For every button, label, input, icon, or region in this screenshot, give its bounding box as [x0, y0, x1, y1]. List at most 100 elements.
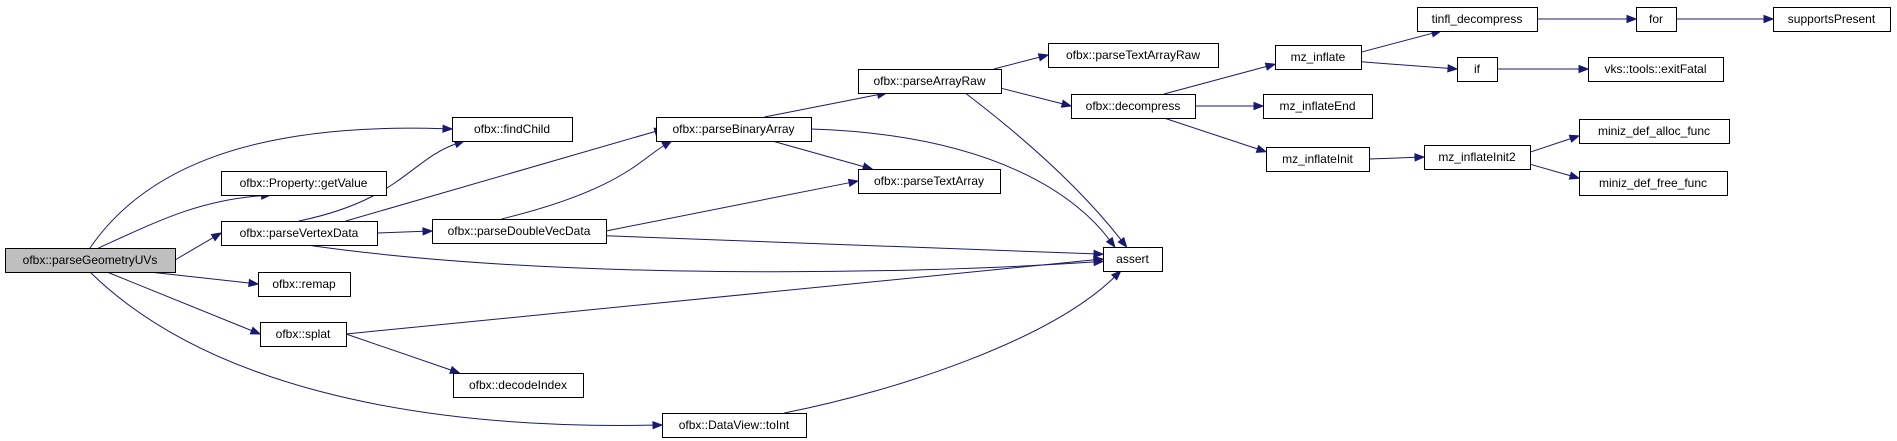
edge-decompress-to-mz_inflateInit: [1163, 117, 1268, 153]
node-label: ofbx::decompress: [1086, 99, 1181, 113]
node-mz_inflate[interactable]: mz_inflate: [1275, 45, 1362, 70]
node-root[interactable]: ofbx::parseGeometryUVs: [5, 248, 176, 273]
node-box: [1457, 57, 1498, 82]
edge-decompress-to-mz_inflate: [1163, 62, 1277, 95]
edge-line: [1368, 156, 1417, 160]
node-label: mz_inflateInit: [1282, 152, 1353, 166]
edge-line: [810, 128, 1111, 241]
node-label: ofbx::remap: [272, 277, 336, 291]
edge-line: [89, 127, 445, 249]
node-parseArrayRaw[interactable]: ofbx::parseArrayRaw: [858, 69, 1002, 94]
edge-arrowhead: [1578, 64, 1590, 74]
node-box: [1103, 247, 1163, 272]
node-box: [452, 117, 573, 142]
node-tinfl_decompress[interactable]: tinfl_decompress: [1417, 7, 1538, 32]
node-label: miniz_def_alloc_func: [1598, 124, 1710, 138]
node-parseVertexData[interactable]: ofbx::parseVertexData: [221, 221, 378, 246]
node-alloc_func[interactable]: miniz_def_alloc_func: [1579, 119, 1730, 144]
node-supportsPresent[interactable]: supportsPresent: [1773, 7, 1891, 32]
node-box: [656, 117, 812, 142]
node-decodeIndex[interactable]: ofbx::decodeIndex: [453, 373, 584, 398]
node-label: ofbx::parseGeometryUVs: [23, 253, 158, 267]
edge-toInt-to-assert: [784, 270, 1122, 414]
node-parseDoubleVecData[interactable]: ofbx::parseDoubleVecData: [432, 219, 607, 244]
edge-root-to-parseVertexData: [174, 232, 223, 261]
edge-arrowhead: [1093, 249, 1105, 259]
edge-parseArrayRaw-to-decompress: [1000, 87, 1073, 108]
edge-line: [993, 56, 1041, 70]
edge-arrowhead: [248, 278, 260, 288]
node-box: [258, 272, 351, 297]
node-label: ofbx::parseTextArrayRaw: [1066, 48, 1200, 62]
edge-arrowhead: [210, 232, 223, 242]
edge-root-to-toInt: [89, 271, 664, 430]
edge-line: [605, 235, 1096, 255]
edge-line: [1529, 137, 1572, 153]
node-assert[interactable]: assert: [1103, 247, 1163, 272]
edge-arrowhead: [449, 365, 461, 374]
edge-arrowhead: [1447, 64, 1459, 73]
node-label: mz_inflate: [1291, 50, 1346, 64]
edge-arrowhead: [1105, 236, 1116, 249]
edge-mz_inflateInit-to-mz_inflateInit2: [1368, 153, 1426, 162]
edge-line: [605, 182, 851, 232]
edge-arrowhead: [1110, 270, 1122, 281]
node-parseTextArrayRaw[interactable]: ofbx::parseTextArrayRaw: [1048, 43, 1219, 68]
node-parseTextArray[interactable]: ofbx::parseTextArray: [858, 169, 1001, 194]
node-label: assert: [1116, 252, 1149, 266]
node-toInt[interactable]: ofbx::DataView::toInt: [662, 413, 807, 438]
edge-arrowhead: [442, 124, 454, 133]
node-mz_inflateInit2[interactable]: mz_inflateInit2: [1424, 145, 1531, 170]
node-remap[interactable]: ofbx::remap: [258, 272, 351, 297]
edge-line: [764, 94, 879, 118]
edge-line: [1000, 87, 1064, 105]
edge-parseBinaryArray-to-parseTextArray: [772, 140, 874, 171]
edge-for-to-supportsPresent: [1676, 14, 1775, 24]
node-for[interactable]: for: [1636, 7, 1677, 32]
node-box: [1071, 94, 1196, 119]
node-label: mz_inflateInit2: [1438, 150, 1516, 164]
node-label: ofbx::parseVertexData: [240, 226, 359, 240]
edge-mz_inflateInit2-to-alloc_func: [1529, 134, 1581, 153]
node-box: [1266, 147, 1370, 172]
edge-parseDoubleVecData-to-assert: [605, 235, 1105, 259]
node-label: vks::tools::exitFatal: [1604, 62, 1706, 76]
node-label: ofbx::splat: [276, 327, 331, 341]
edge-line: [964, 92, 1123, 241]
edge-arrowhead: [1264, 62, 1277, 71]
node-free_func[interactable]: miniz_def_free_func: [1579, 171, 1728, 196]
node-if[interactable]: if: [1457, 57, 1498, 82]
edge-tinfl_decompress-to-for: [1537, 14, 1638, 24]
node-label: ofbx::parseDoubleVecData: [448, 224, 591, 238]
node-mz_inflateInit[interactable]: mz_inflateInit: [1266, 147, 1370, 172]
edge-splat-to-assert: [345, 255, 1105, 335]
node-box: [221, 221, 378, 246]
edge-line: [298, 143, 457, 222]
node-parseBinaryArray[interactable]: ofbx::parseBinaryArray: [656, 117, 812, 142]
edge-root-to-remap: [149, 271, 260, 288]
edge-parseArrayRaw-to-assert: [964, 92, 1128, 249]
edge-decompress-to-mz_inflateEnd: [1195, 101, 1265, 111]
node-box: [1773, 7, 1891, 32]
edge-arrowhead: [1037, 53, 1050, 62]
node-label: supportsPresent: [1788, 12, 1876, 26]
edge-line: [98, 195, 263, 249]
node-label: ofbx::Property::getValue: [240, 176, 368, 190]
edge-line: [106, 271, 253, 332]
edge-line: [1163, 117, 1259, 150]
node-exitFatal[interactable]: vks::tools::exitFatal: [1588, 57, 1724, 82]
edge-arrowhead: [1626, 14, 1638, 24]
node-box: [1263, 94, 1373, 119]
edge-line: [89, 271, 655, 426]
node-label: miniz_def_free_func: [1599, 176, 1707, 190]
node-box: [1275, 45, 1362, 70]
node-box: [1579, 119, 1730, 144]
node-findChild[interactable]: ofbx::findChild: [452, 117, 573, 142]
edge-arrowhead: [1568, 134, 1581, 143]
node-splat[interactable]: ofbx::splat: [260, 322, 347, 347]
node-getValue[interactable]: ofbx::Property::getValue: [221, 171, 387, 196]
node-decompress[interactable]: ofbx::decompress: [1071, 94, 1196, 119]
edge-arrowhead: [652, 420, 664, 430]
node-box: [221, 171, 387, 196]
node-mz_inflateEnd[interactable]: mz_inflateEnd: [1263, 94, 1373, 119]
